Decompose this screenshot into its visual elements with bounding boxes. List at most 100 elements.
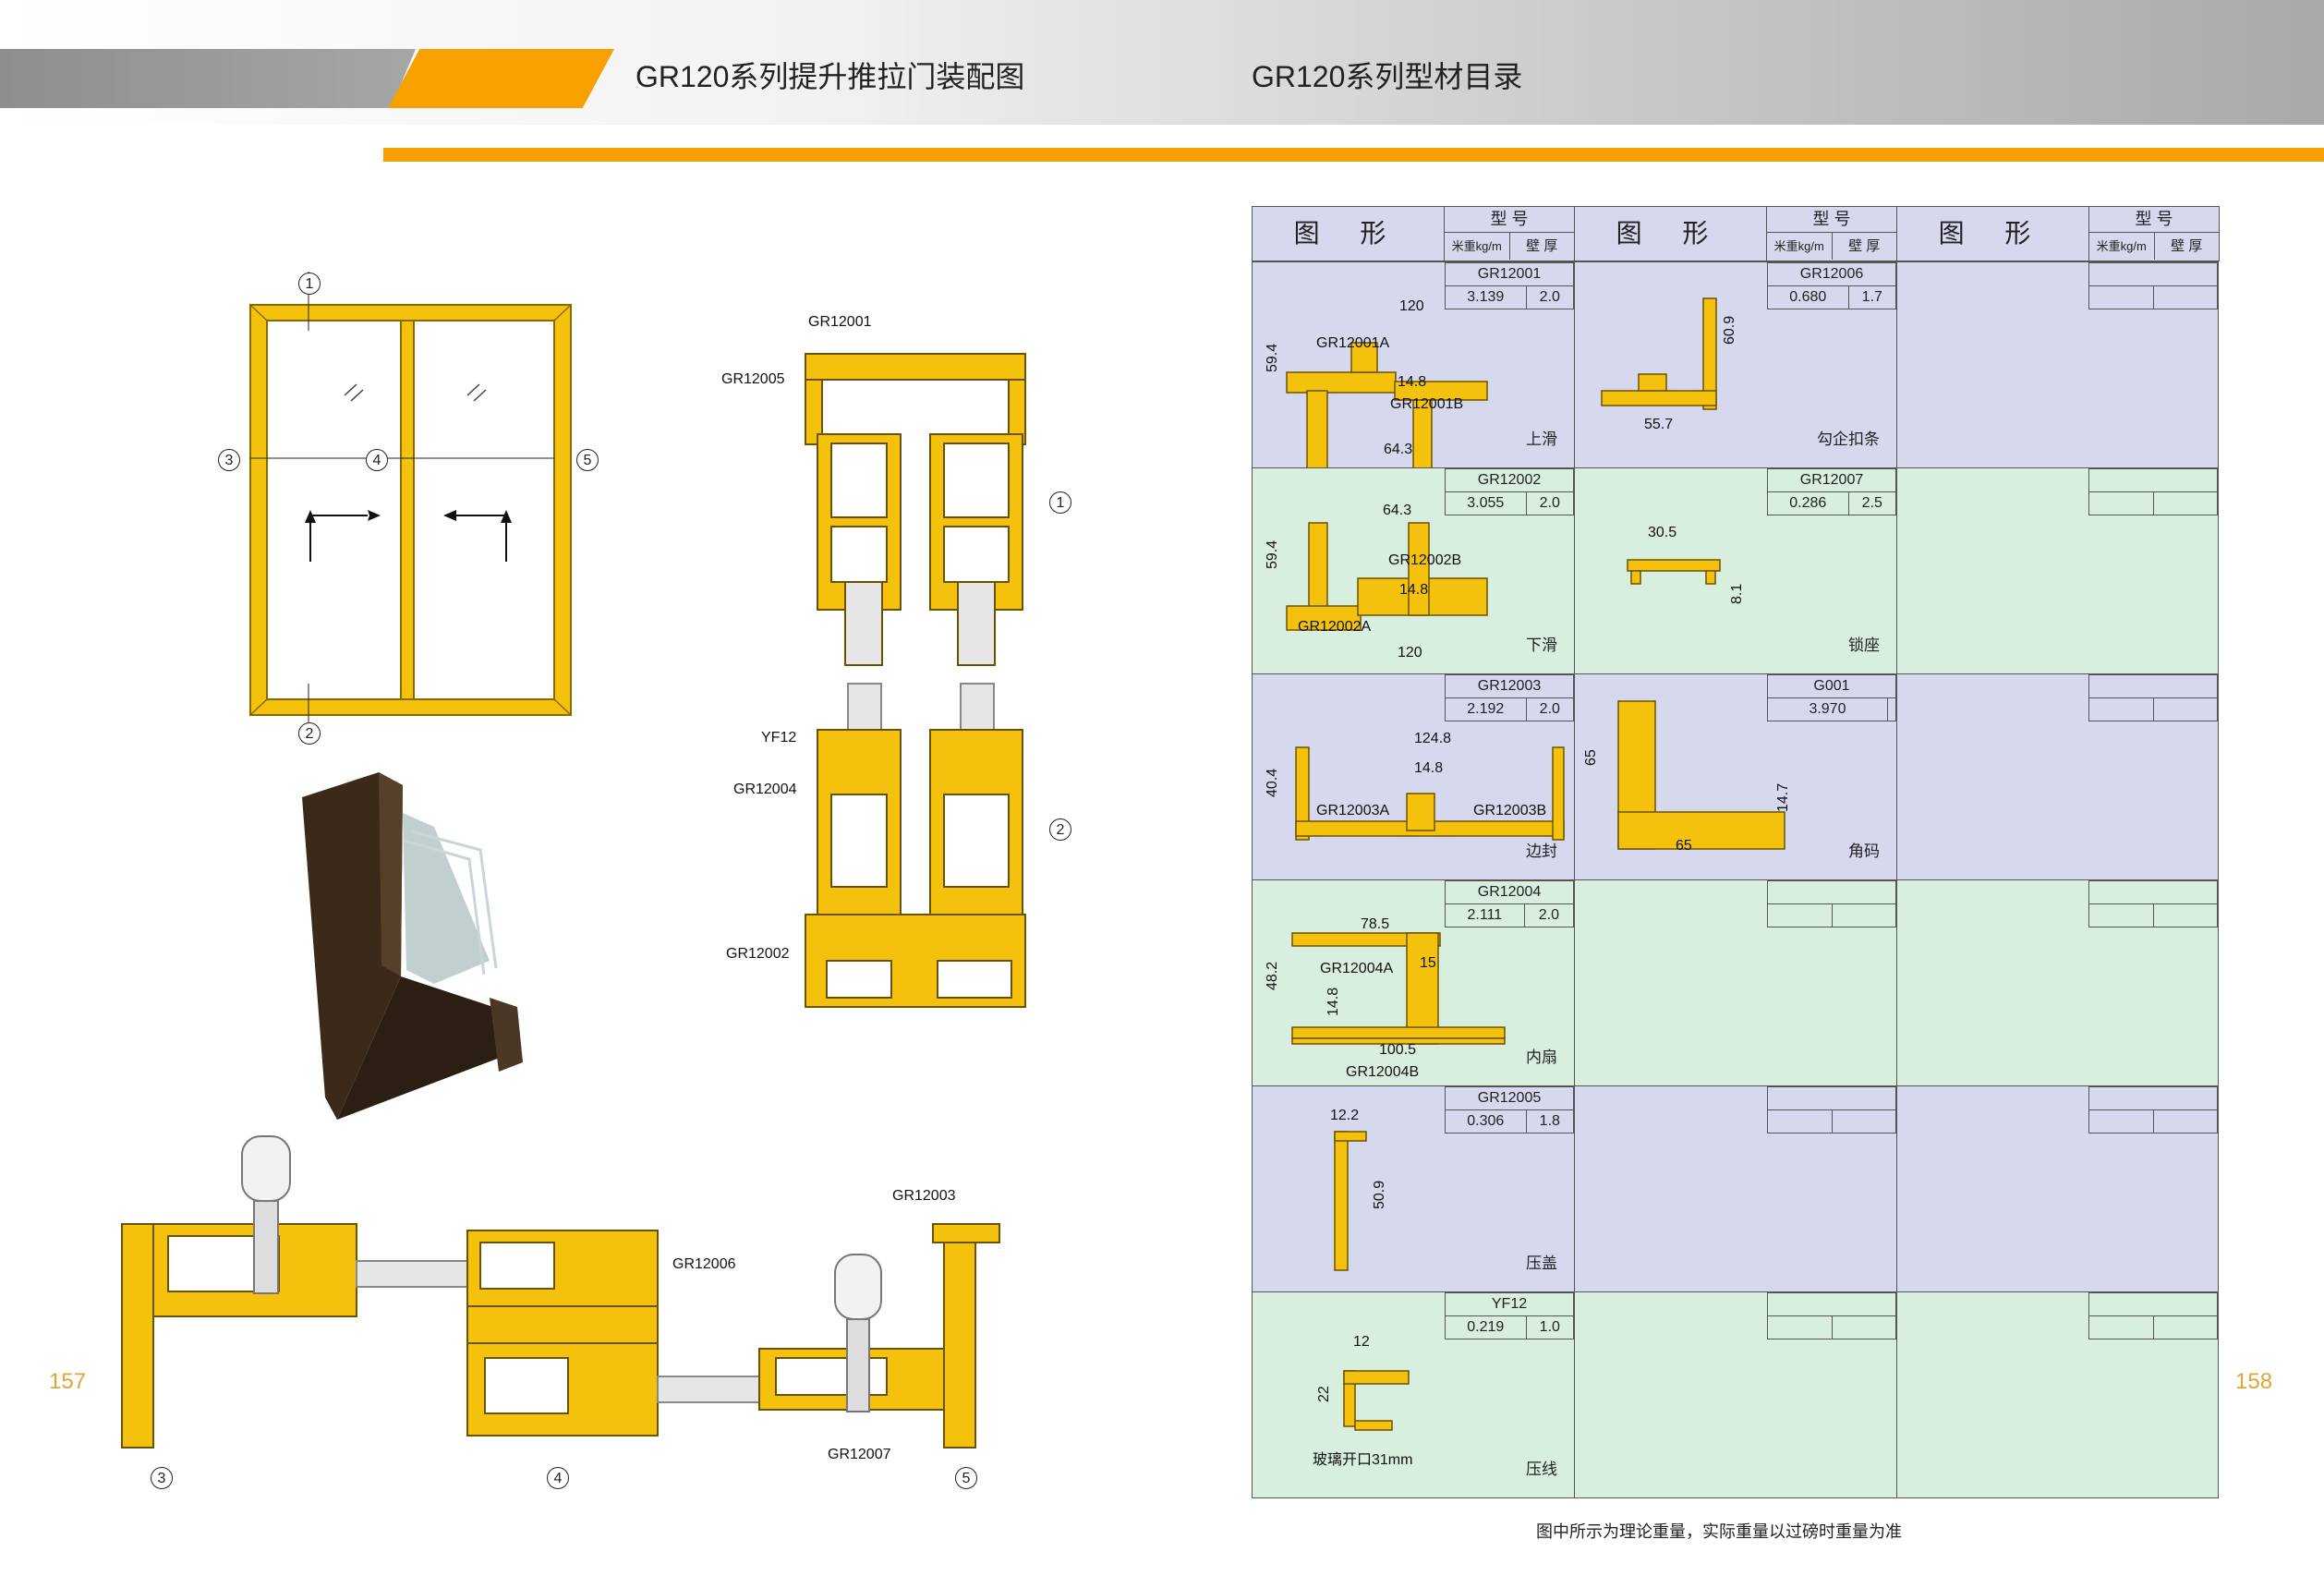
dimension-label: 59.4 (1265, 343, 1280, 372)
profile-shape (1408, 522, 1430, 616)
footnote: 图中所示为理论重量，实际重量以过磅时重量为准 (1536, 1522, 1902, 1541)
catalog-cell-r4-c3 (1896, 879, 2219, 1086)
profile-drawing (1291, 932, 1506, 1045)
profile-drawing (1295, 746, 1565, 841)
profile-code (1767, 1292, 1896, 1316)
profile-shape (1295, 746, 1310, 841)
profile-drawing (1601, 297, 1717, 410)
left-page-title: GR120系列提升推拉门装配图 (635, 60, 1025, 93)
profile-name: 压线 (1526, 1461, 1557, 1478)
label-gr12005: GR12005 (721, 371, 785, 387)
profile-weight (1767, 1315, 1833, 1339)
dimension-label: 60.9 (1722, 315, 1737, 345)
dimension-label: GR12002B (1388, 552, 1462, 568)
header-orange-rule (383, 148, 2324, 162)
catalog-cell-r1-c3 (1896, 261, 2219, 468)
profile-weight: 3.055 (1445, 491, 1527, 515)
header-model-block-2: 型 号 米重kg/m 壁 厚 (1766, 206, 1897, 261)
catalog-cell-r6-c3 (1896, 1291, 2219, 1498)
profile-weight (2088, 1315, 2154, 1339)
profile-name: 锁座 (1848, 636, 1880, 654)
header-weight: 米重kg/m (1445, 233, 1510, 260)
profile-shape (1638, 373, 1667, 392)
dimension-label: 59.4 (1265, 539, 1280, 569)
profile-thickness: 1.0 (1525, 1315, 1575, 1339)
profile-weight: 0.680 (1767, 285, 1849, 309)
profile-weight (2088, 285, 2154, 309)
label-yf12: YF12 (761, 730, 797, 746)
profile-code: GR12006 (1767, 262, 1896, 286)
dimension-label: 100.5 (1379, 1042, 1417, 1058)
profile-drawing (1617, 700, 1785, 850)
profile-weight: 2.192 (1445, 697, 1527, 721)
profile-drawing (1286, 522, 1488, 631)
profile-shape (1630, 570, 1641, 585)
profile-drawing (1286, 342, 1488, 467)
dimension-label: GR12003A (1316, 803, 1390, 818)
header-weight-2: 米重kg/m (1767, 233, 1833, 260)
profile-thickness: 2.0 (1525, 697, 1575, 721)
profile-code: GR12003 (1445, 674, 1574, 698)
profile-name: 边封 (1526, 842, 1557, 860)
profile-code (2088, 1086, 2218, 1110)
section-mark-4-elevation: 4 (366, 449, 388, 471)
header-thickness: 壁 厚 (1526, 238, 1558, 254)
label-gr12007: GR12007 (828, 1447, 891, 1462)
profile-thickness: 1.7 (1847, 285, 1897, 309)
profile-thickness (2152, 697, 2218, 721)
spec-box (2088, 1086, 2218, 1133)
profile-thickness (2152, 903, 2218, 927)
profile-weight (1767, 903, 1833, 927)
profile-shape (1306, 390, 1328, 467)
dimension-label: 14.8 (1325, 987, 1341, 1016)
profile-code (2088, 468, 2218, 492)
header-shape-2: 图 形 (1574, 206, 1767, 261)
profile-thickness (2152, 285, 2218, 309)
spec-box (2088, 468, 2218, 515)
dimension-label: 64.3 (1383, 503, 1412, 518)
catalog-cell-r5-c2 (1574, 1085, 1897, 1292)
spec-box (1767, 880, 1896, 927)
dimension-label: 124.8 (1414, 731, 1452, 746)
dimension-label: 14.7 (1775, 782, 1791, 812)
profile-catalog-table: 图 形 型 号 米重kg/m 壁 厚 图 形 型 号 米重kg/m 壁 厚 图 … (1252, 206, 2220, 261)
catalog-cell-r2-c3 (1896, 467, 2219, 674)
dimension-label: 78.5 (1361, 916, 1390, 932)
spec-box (2088, 880, 2218, 927)
section-mark-3-elevation: 3 (218, 449, 240, 471)
spec-box (1767, 1292, 1896, 1339)
profile-drawing (1627, 559, 1721, 585)
page-number-left: 157 (49, 1369, 87, 1394)
header-model-3: 型 号 (2089, 207, 2219, 233)
profile-weight: 2.111 (1445, 903, 1525, 927)
header-model-2: 型 号 (1767, 207, 1896, 233)
section-mark-5-elevation: 5 (576, 449, 599, 471)
profile-shape (1702, 297, 1717, 410)
profile-shape (1343, 1370, 1410, 1385)
dimension-label: 14.8 (1414, 760, 1444, 776)
dimension-label: 30.5 (1648, 525, 1677, 540)
label-gr12004: GR12004 (733, 782, 797, 797)
horizontal-section (121, 1135, 1000, 1449)
corner-3d-render (302, 772, 523, 1120)
dimension-label: 65 (1583, 749, 1599, 766)
header-shape-3: 图 形 (1896, 206, 2089, 261)
profile-shape (1286, 605, 1362, 631)
catalog-cell-r4-c2 (1574, 879, 1897, 1086)
vertical-section (805, 353, 1026, 1008)
profile-shape (1601, 390, 1717, 406)
dimension-label: GR12001B (1390, 396, 1464, 412)
section-mark-5: 5 (955, 1467, 977, 1489)
profile-shape (1617, 811, 1785, 850)
profile-name: 勾企扣条 (1817, 430, 1880, 448)
profile-shape (1354, 1420, 1393, 1431)
spec-box (2088, 262, 2218, 309)
